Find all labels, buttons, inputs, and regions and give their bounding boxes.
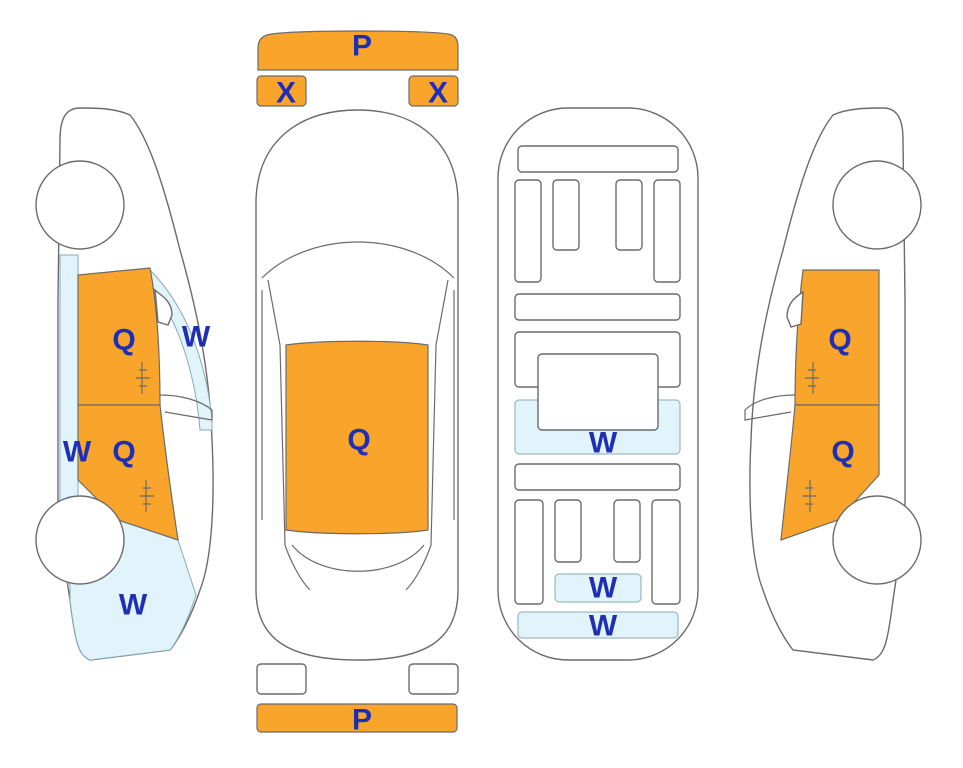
- label-left-rear-quarter: W: [119, 589, 148, 622]
- label-left-rear-door: Q: [112, 436, 135, 469]
- floor-front-inner-left: [552, 179, 580, 251]
- top-view: [255, 30, 459, 733]
- floor-rear-area-1: [554, 573, 642, 603]
- left-mirror: [159, 394, 213, 421]
- label-right-headlight: X: [428, 77, 448, 110]
- left-rear-door-panel: [77, 404, 179, 541]
- left-front-wheel: [35, 160, 125, 250]
- right-window: [786, 290, 804, 328]
- front-bumper-panel: [257, 30, 459, 71]
- label-left-sill: W: [63, 436, 92, 469]
- floor-front-right-rail: [653, 179, 681, 283]
- left-a-pillar: [267, 279, 311, 591]
- label-roof: Q: [347, 424, 370, 457]
- label-front-bumper: P: [352, 30, 372, 63]
- left-rear-wheel: [35, 495, 125, 585]
- right-mirror: [744, 394, 796, 421]
- label-right-rear-door: Q: [831, 436, 854, 469]
- left-taillight: [256, 663, 307, 695]
- roof-panel: [285, 340, 429, 535]
- right-taillight: [408, 663, 459, 695]
- floor-rear-inner-right: [613, 499, 641, 563]
- left-side-view: [35, 107, 214, 661]
- floor-rear-right-rail: [651, 499, 681, 605]
- left-headlight-panel: [256, 75, 307, 107]
- right-headlight-panel: [408, 75, 459, 107]
- left-rear-handle: [140, 480, 154, 512]
- label-right-front-door: Q: [828, 324, 851, 357]
- windshield-line: [261, 241, 455, 279]
- floor-mid-crossmember: [514, 293, 681, 321]
- right-rear-handle: [802, 480, 816, 512]
- label-left-headlight: X: [276, 77, 296, 110]
- label-floor-middle: W: [589, 427, 618, 460]
- floor-front-crossmember: [517, 145, 679, 173]
- floor-rear-area-2: [517, 611, 679, 639]
- left-window: [154, 288, 173, 326]
- label-rear-bumper: P: [352, 704, 372, 737]
- floor-rear-left-rail: [514, 499, 544, 605]
- floor-front-left-rail: [514, 179, 542, 283]
- left-front-handle: [136, 362, 150, 394]
- right-side-view: [744, 107, 922, 661]
- right-front-handle: [805, 362, 819, 394]
- floor-front-inner-right: [615, 179, 643, 251]
- floor-rear-inner-left: [554, 499, 582, 563]
- right-front-wheel: [832, 160, 922, 250]
- right-a-pillar: [405, 279, 449, 591]
- label-floor-rear-1: W: [589, 572, 618, 605]
- floor-rear-crossmember: [514, 463, 681, 491]
- label-left-pillar: W: [182, 321, 211, 354]
- right-rear-door-panel: [780, 404, 880, 541]
- label-floor-rear-2: W: [589, 610, 618, 643]
- left-pillar-area: [149, 268, 213, 431]
- right-rear-wheel: [832, 495, 922, 585]
- damage-labels: P X X Q P Q Q W W W Q Q W W W: [63, 30, 855, 737]
- label-left-front-door: Q: [112, 324, 135, 357]
- floor-center-tunnel: [537, 353, 659, 431]
- rear-bumper-panel: [256, 703, 458, 733]
- rear-window-line: [291, 544, 425, 572]
- floor-view: [497, 107, 699, 661]
